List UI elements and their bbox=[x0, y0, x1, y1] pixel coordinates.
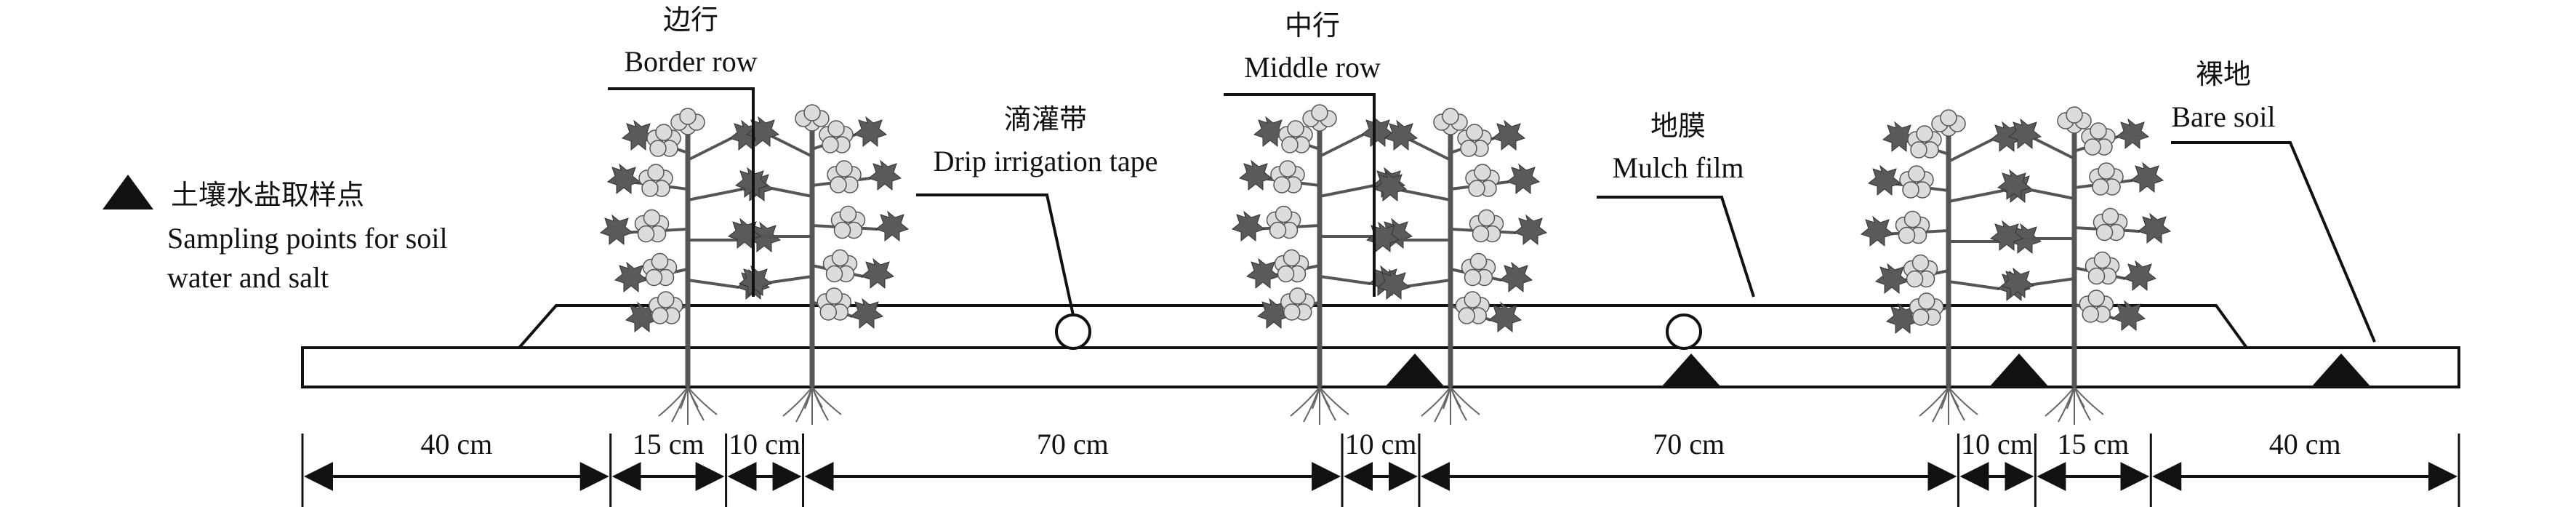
dimension-label: 15 cm bbox=[2057, 428, 2129, 460]
dimension-label: 70 cm bbox=[1653, 428, 1725, 460]
border-row-leader bbox=[608, 87, 755, 297]
sampling-point-mulch bbox=[1661, 354, 1721, 387]
middle-row-cn: 中行 bbox=[1285, 9, 1340, 41]
sampling-point-bare bbox=[2311, 354, 2371, 387]
drip-tape-right bbox=[1666, 314, 1702, 350]
mulch-film-outline bbox=[518, 304, 2248, 349]
middle-row-leader bbox=[1224, 93, 1376, 297]
middle-row-en: Middle row bbox=[1244, 51, 1381, 84]
dimension-label: 10 cm bbox=[1345, 428, 1417, 460]
triangle-icon bbox=[103, 175, 153, 209]
drip-tape-leader bbox=[916, 193, 1075, 316]
cotton-plant bbox=[727, 104, 910, 425]
dimension-label: 15 cm bbox=[633, 428, 705, 460]
border-row-en: Border row bbox=[624, 45, 757, 78]
border-row-cn: 边行 bbox=[663, 4, 718, 36]
cotton-plant bbox=[599, 108, 782, 425]
dimension-label: 10 cm bbox=[1961, 428, 2033, 460]
drip-tape-cn: 滴灌带 bbox=[1004, 103, 1087, 135]
dimension-label: 70 cm bbox=[1037, 428, 1109, 460]
cotton-plant bbox=[1989, 106, 2172, 425]
sampling-point-border bbox=[1989, 354, 2049, 387]
cotton-plant bbox=[1231, 104, 1413, 425]
soil-surface bbox=[301, 346, 2460, 388]
bare-soil-cn: 裸地 bbox=[2196, 58, 2251, 90]
bare-soil-en: Bare soil bbox=[2171, 100, 2275, 133]
legend-label-en-1: Sampling points for soil bbox=[167, 222, 448, 255]
sampling-point-middle bbox=[1385, 354, 1445, 387]
legend-label-cn: 土壤水盐取样点 bbox=[171, 179, 364, 211]
mulch-film-en: Mulch film bbox=[1612, 151, 1744, 184]
bare-soil-leader bbox=[2171, 141, 2376, 343]
dimension-label: 40 cm bbox=[2269, 428, 2341, 460]
mulch-film-cn: 地膜 bbox=[1650, 110, 1706, 142]
cotton-plant bbox=[1365, 108, 1548, 425]
legend-label-en-2: water and salt bbox=[167, 261, 329, 294]
drip-tape-en: Drip irrigation tape bbox=[934, 145, 1158, 177]
dimension-label: 10 cm bbox=[729, 428, 801, 460]
mulch-film-leader bbox=[1597, 196, 1755, 298]
dimension-label: 40 cm bbox=[420, 428, 492, 460]
drip-tape-left bbox=[1055, 314, 1091, 350]
cotton-plants bbox=[599, 104, 2172, 425]
dimension-line: 40 cm 15 cm 10 cm 70 cm 10 cm 70 cm 10 cm 15 cm… bbox=[301, 428, 2460, 507]
